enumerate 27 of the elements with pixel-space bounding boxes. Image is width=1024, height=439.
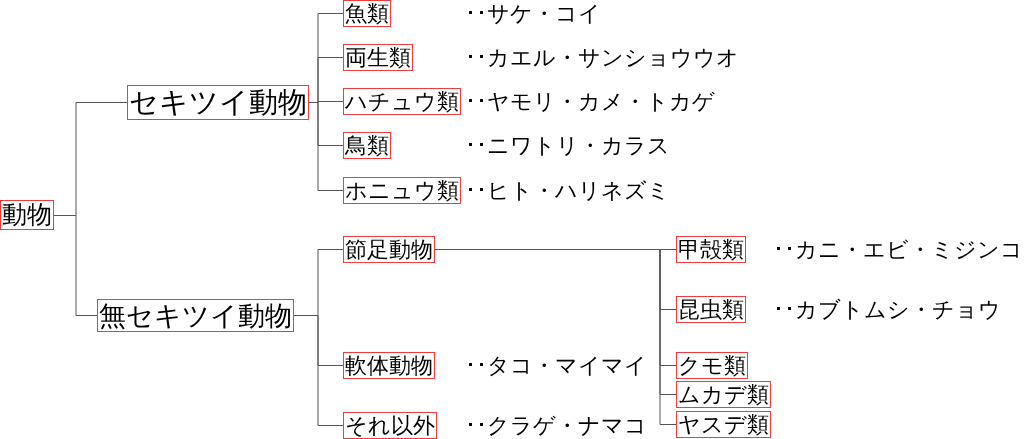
category-box: 無セキツイ動物: [97, 298, 294, 332]
category-box: クモ類: [676, 351, 748, 379]
category-box: ハチュウ類: [343, 87, 461, 115]
example-text: ･･カブトムシ・チョウ: [773, 296, 1001, 322]
example-text: ･･カニ・エビ・ミジンコ: [773, 236, 1023, 262]
category-box: 節足動物: [343, 235, 435, 263]
example-text: ･･クラゲ・ナマコ: [465, 412, 647, 438]
example-text: ･･カエル・サンショウウオ: [465, 44, 739, 70]
example-text: ･･ヒト・ハリネズミ: [465, 177, 670, 203]
example-text: ･･サケ・コイ: [465, 0, 601, 26]
example-text: ･･ヤモリ・カメ・トカゲ: [465, 88, 715, 114]
category-box: 動物: [0, 199, 54, 231]
category-box: 両生類: [343, 43, 413, 71]
category-box: ホニュウ類: [343, 176, 461, 204]
category-box: 甲殻類: [676, 235, 746, 263]
category-box: 鳥類: [343, 131, 391, 159]
example-text: ･･タコ・マイマイ: [465, 352, 647, 378]
category-box: 昆虫類: [676, 295, 746, 323]
category-box: 魚類: [343, 0, 391, 27]
example-text: ･･ニワトリ・カラス: [465, 132, 670, 158]
category-box: それ以外: [343, 411, 437, 439]
category-box: ムカデ類: [676, 380, 771, 408]
category-box: セキツイ動物: [127, 84, 309, 120]
tree-connector: [308, 102, 344, 191]
tree-connector: [293, 315, 344, 426]
category-box: 軟体動物: [343, 351, 435, 379]
category-box: ヤスデ類: [676, 410, 771, 438]
